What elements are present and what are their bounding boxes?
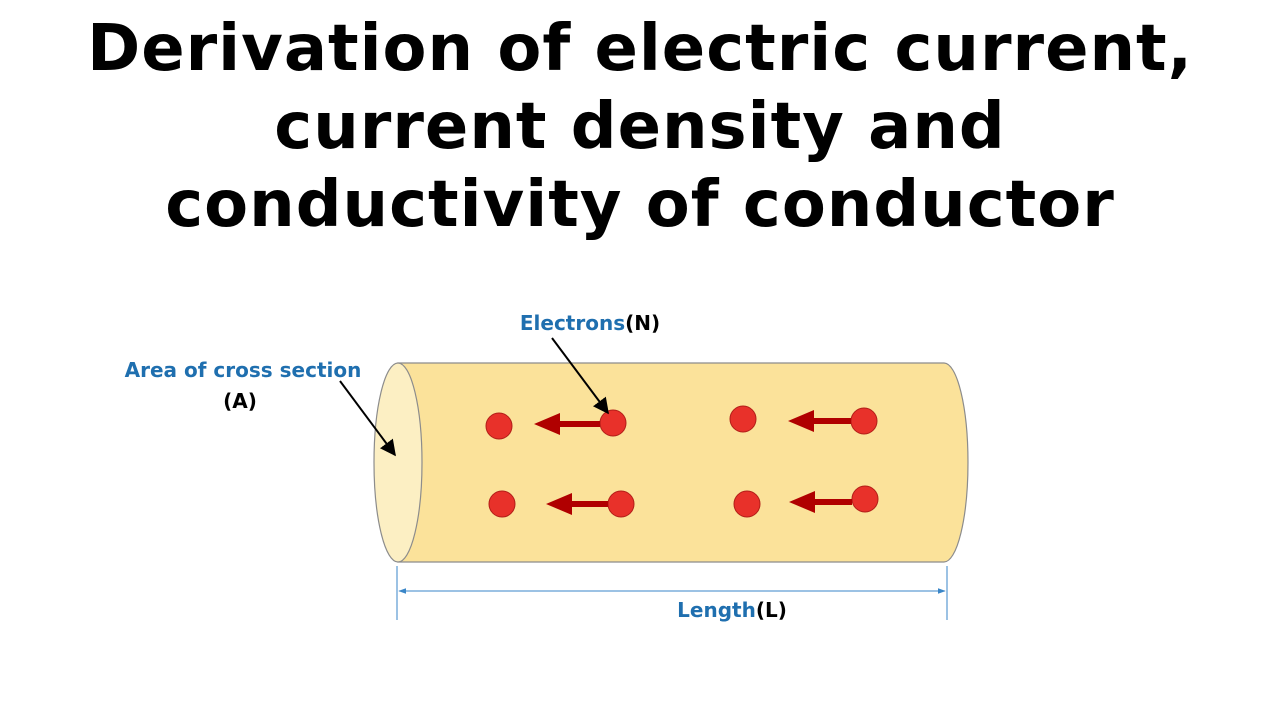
cylinder-body [397, 362, 969, 563]
electron-dot [851, 485, 879, 513]
electron-dot [733, 490, 761, 518]
electrons-group [485, 405, 879, 518]
title-line-1: Derivation of electric current, [87, 12, 1193, 86]
electrons-pointer-arrow [551, 337, 609, 415]
electron-dot [850, 407, 878, 435]
electron-dot [485, 412, 513, 440]
area-label-symbol: (A) [223, 389, 257, 413]
electron-dot [729, 405, 757, 433]
length-label-text: Length [677, 598, 756, 622]
electrons-label-text: Electrons [520, 311, 625, 335]
electron-dot [488, 490, 516, 518]
area-pointer-arrow [339, 380, 396, 457]
conductor-cylinder [373, 362, 969, 563]
cylinder-cross-section [373, 362, 423, 563]
title-line-2: current density and [274, 90, 1006, 164]
electrons-label-symbol: (N) [625, 311, 660, 335]
length-label-symbol: (L) [756, 598, 787, 622]
electron-dot [599, 409, 627, 437]
length-label: Length(L) [677, 598, 787, 622]
drift-arrow-icon [546, 493, 608, 515]
area-label: Area of cross section [125, 358, 362, 382]
drift-arrow-icon [788, 410, 851, 432]
title-line-3: conductivity of conductor [165, 168, 1115, 242]
drift-arrow-icon [789, 491, 852, 513]
electron-dot [607, 490, 635, 518]
length-dimension [396, 566, 948, 620]
electrons-label: Electrons(N) [520, 311, 660, 335]
drift-arrows [534, 410, 852, 515]
page-title: Derivation of electric current, current … [0, 10, 1280, 244]
drift-arrow-icon [534, 413, 600, 435]
